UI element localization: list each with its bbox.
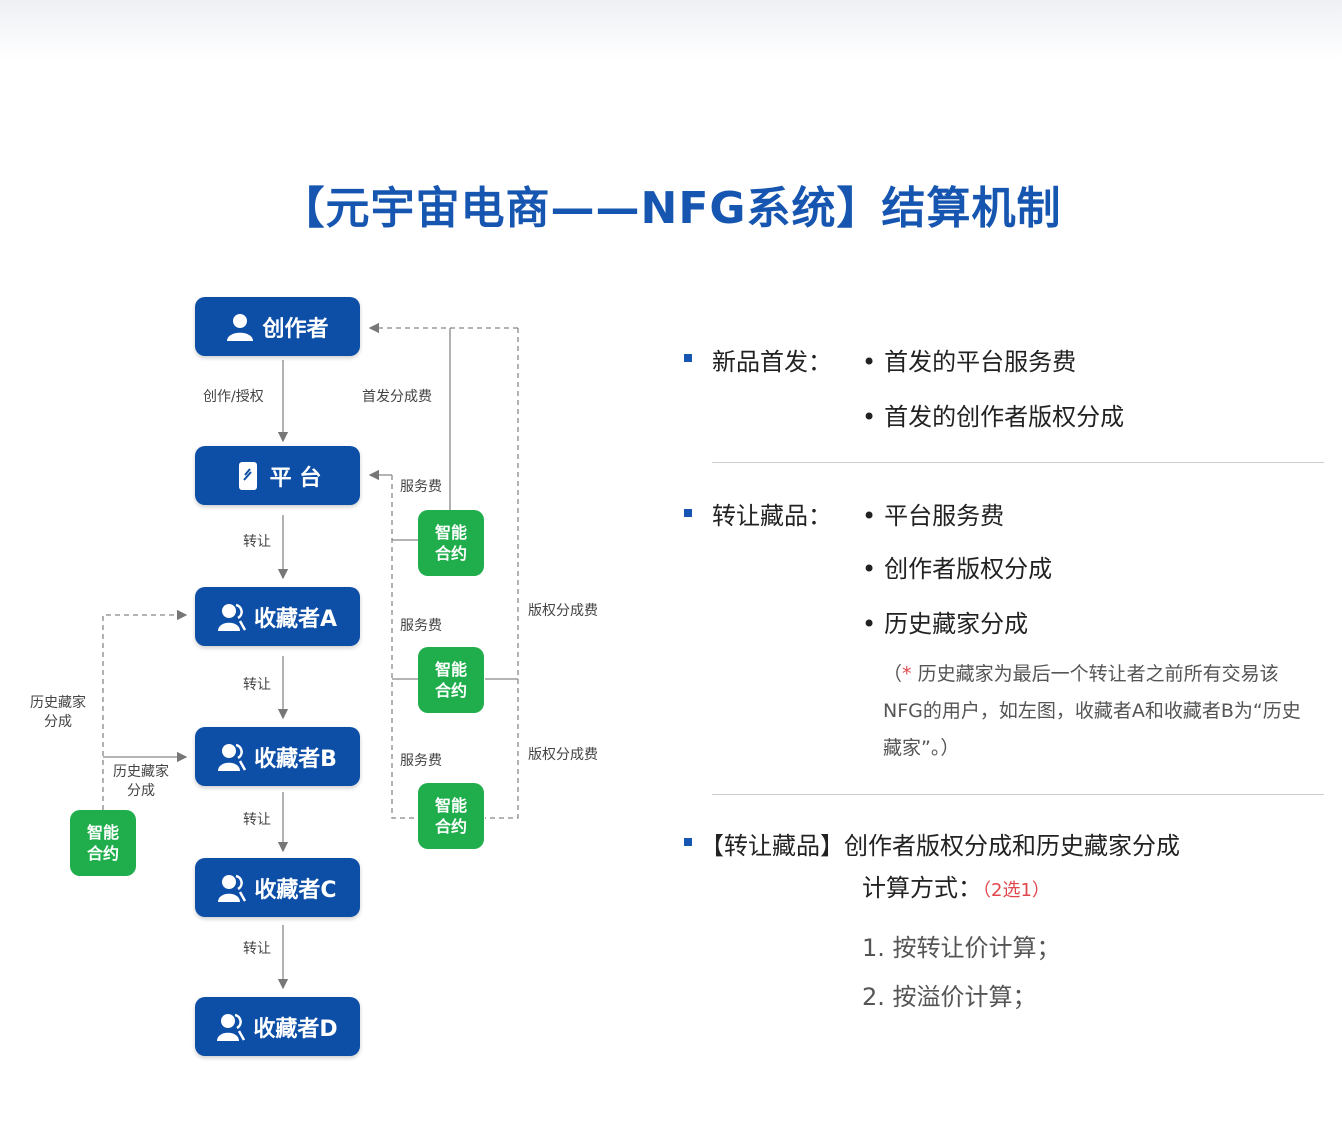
node-label: 收藏者A bbox=[253, 606, 338, 632]
users-icon bbox=[217, 603, 246, 631]
section1-heading: 新品首发： bbox=[712, 348, 832, 376]
node-collector-b: 收藏者B bbox=[195, 727, 360, 786]
bullet-icon bbox=[684, 354, 692, 362]
node-collector-c: 收藏者C bbox=[195, 858, 360, 917]
user-icon bbox=[227, 313, 254, 341]
label-service-fee: 服务费 bbox=[400, 753, 442, 769]
page-title: 【元宇宙电商——NFG系统】结算机制 bbox=[280, 183, 1062, 234]
section1-item: 首发的创作者版权分成 bbox=[862, 397, 1124, 432]
bullet-icon bbox=[684, 509, 692, 517]
node-label: 收藏者B bbox=[254, 746, 337, 772]
label-history-share: 历史藏家分成 bbox=[30, 695, 86, 730]
node-collector-d: 收藏者D bbox=[195, 997, 360, 1056]
label-copyright-fee: 版权分成费 bbox=[528, 747, 598, 763]
method-item: 1. 按转让价计算； bbox=[862, 934, 1061, 962]
section1-item: 首发的平台服务费 bbox=[862, 342, 1076, 377]
bullet-icon bbox=[684, 838, 692, 846]
label-service-fee: 服务费 bbox=[400, 618, 442, 634]
label-transfer: 转让 bbox=[243, 677, 271, 693]
divider bbox=[712, 462, 1324, 463]
label-create-auth: 创作/授权 bbox=[203, 389, 264, 405]
label-copyright-fee: 版权分成费 bbox=[528, 603, 598, 619]
node-label: 平 台 bbox=[269, 465, 322, 491]
smart-contract-3: 智能合约 bbox=[418, 783, 484, 849]
label-transfer: 转让 bbox=[243, 941, 271, 957]
section3-line2: 计算方式：（2选1） bbox=[862, 874, 1050, 902]
label-first-share: 首发分成费 bbox=[362, 389, 432, 405]
label-transfer: 转让 bbox=[243, 812, 271, 828]
method-item: 2. 按溢价计算； bbox=[862, 983, 1037, 1011]
label-history-share: 历史藏家分成 bbox=[113, 764, 169, 799]
node-platform: 平 台 bbox=[195, 446, 360, 505]
history-collector-note: （* 历史藏家为最后一个转让者之前所有交易该NFG的用户，如左图，收藏者A和收藏… bbox=[883, 663, 1301, 759]
node-label: 收藏者C bbox=[254, 877, 337, 903]
users-icon bbox=[217, 1013, 246, 1041]
smart-contract-1: 智能合约 bbox=[418, 510, 484, 576]
node-label: 收藏者D bbox=[253, 1016, 338, 1042]
smart-contract-2: 智能合约 bbox=[418, 647, 484, 713]
label-service-fee: 服务费 bbox=[400, 479, 442, 495]
users-icon bbox=[218, 743, 247, 771]
label-transfer: 转让 bbox=[243, 534, 271, 550]
divider bbox=[712, 794, 1324, 795]
section2-item: 历史藏家分成 bbox=[862, 604, 1028, 639]
section2-heading: 转让藏品： bbox=[712, 502, 832, 530]
top-band bbox=[0, 0, 1342, 60]
users-icon bbox=[218, 874, 247, 902]
section2-item: 平台服务费 bbox=[862, 496, 1004, 531]
smart-contract-4: 智能合约 bbox=[70, 810, 136, 876]
node-creator: 创作者 bbox=[195, 297, 360, 356]
node-collector-a: 收藏者A bbox=[195, 587, 360, 646]
section3-heading: 【转让藏品】创作者版权分成和历史藏家分成 bbox=[700, 832, 1180, 860]
node-label: 创作者 bbox=[262, 316, 329, 342]
phone-icon bbox=[238, 461, 257, 490]
section2-item: 创作者版权分成 bbox=[862, 549, 1052, 584]
